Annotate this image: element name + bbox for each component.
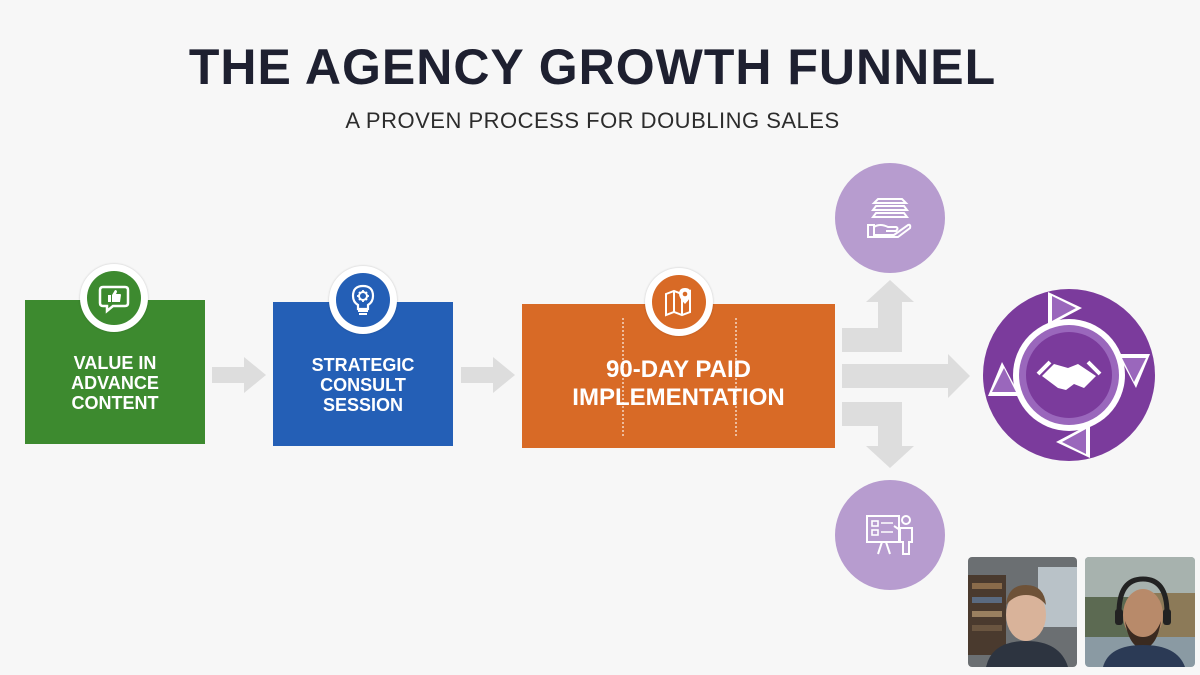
lightbulb-gear-icon — [351, 284, 375, 315]
outcome-bottom-circle — [835, 480, 945, 590]
step-strategic-consult-session: STRATEGIC CONSULT SESSION — [273, 302, 453, 446]
arrow-right-icon — [461, 357, 515, 393]
participant-video-icon — [1085, 557, 1195, 667]
step-3-badge — [645, 268, 713, 336]
hand-stack-icon — [867, 198, 912, 238]
branch-arrows — [842, 280, 970, 468]
presentation-board-icon — [866, 515, 913, 555]
outcome-top-circle — [835, 163, 945, 273]
slide-subtitle: A PROVEN PROCESS FOR DOUBLING SALES — [345, 108, 840, 133]
video-tile-participant-1[interactable] — [968, 557, 1077, 667]
step-label: VALUE IN ADVANCE CONTENT — [71, 353, 159, 413]
step-1-badge — [80, 264, 148, 332]
video-tile-participant-2[interactable] — [1085, 557, 1195, 667]
map-pin-icon — [665, 288, 691, 317]
handshake-cycle-icon — [983, 289, 1155, 461]
slide-title: THE AGENCY GROWTH FUNNEL — [188, 39, 997, 95]
step-label: 90-DAY PAID IMPLEMENTATION — [572, 356, 785, 411]
step-label: STRATEGIC CONSULT SESSION — [311, 355, 415, 415]
chat-thumbs-up-icon — [98, 285, 130, 314]
step-2-badge — [329, 266, 397, 334]
arrow-right-icon — [212, 357, 266, 393]
participant-video-icon — [968, 557, 1077, 667]
dotted-divider — [622, 318, 624, 436]
dotted-divider — [735, 318, 737, 436]
